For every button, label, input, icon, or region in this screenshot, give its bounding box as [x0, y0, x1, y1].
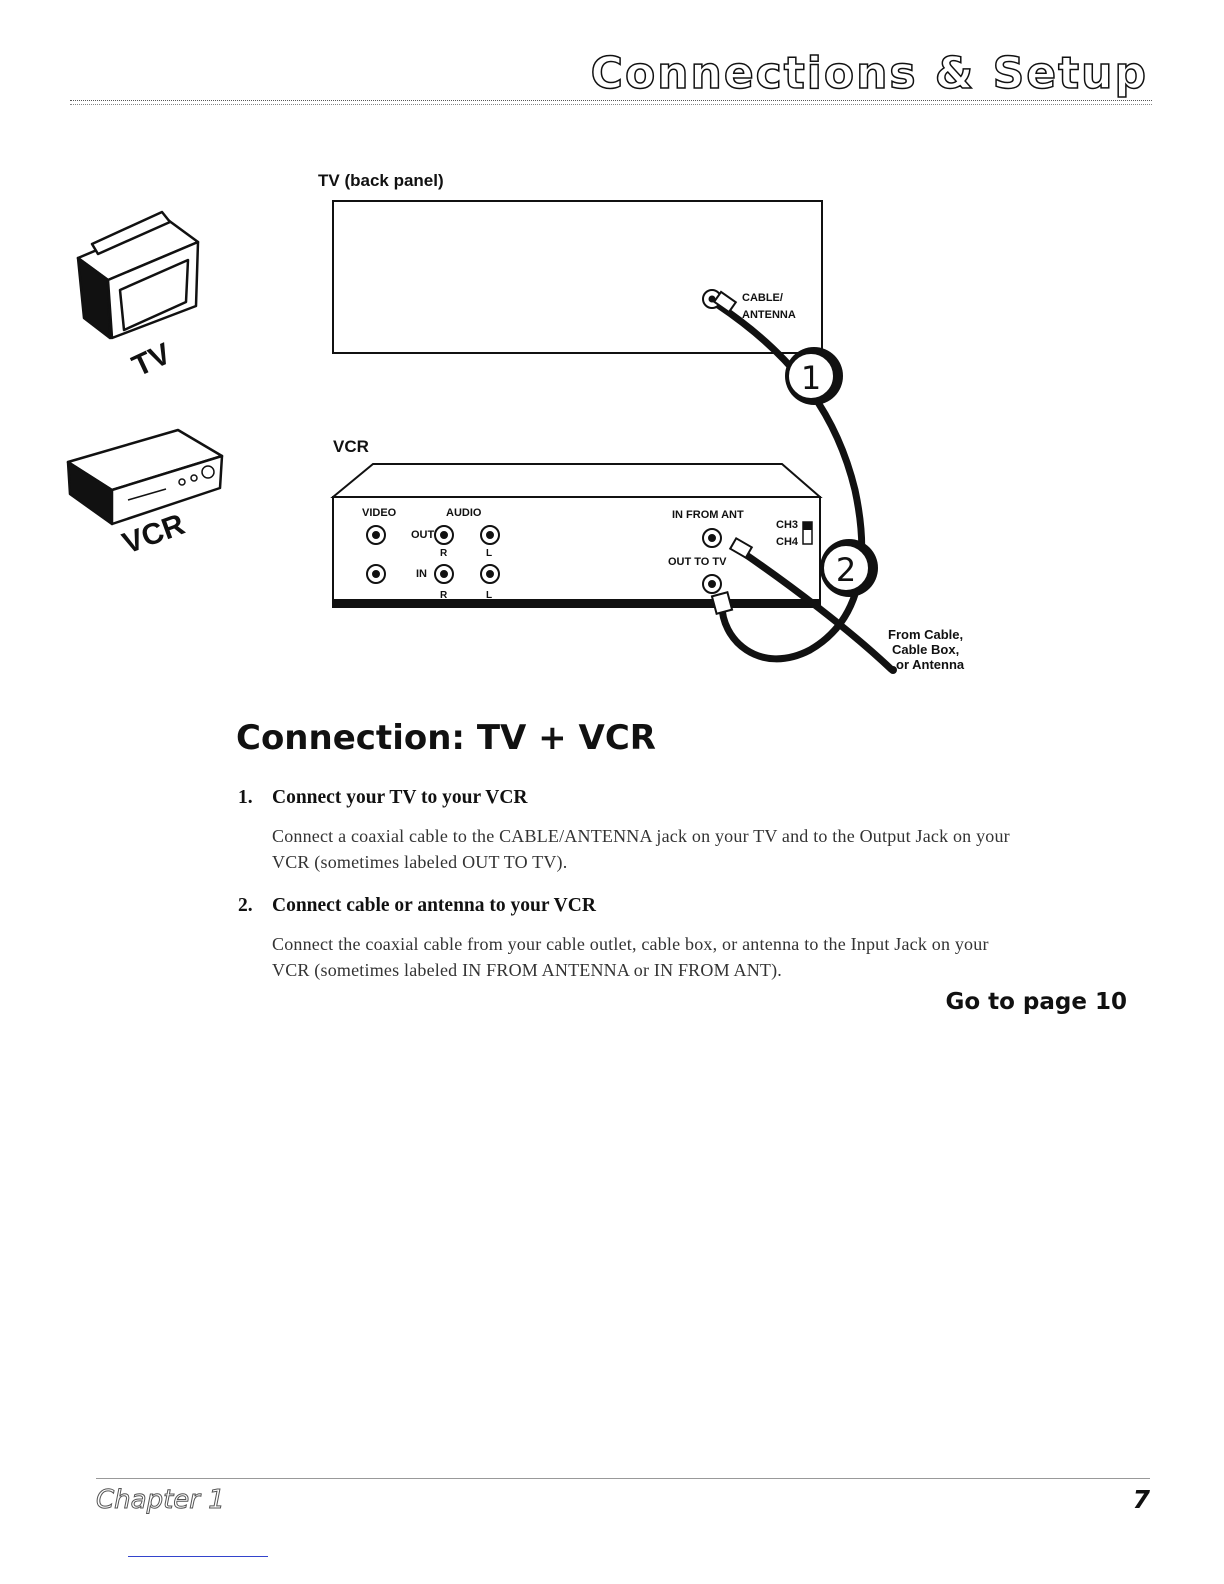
tv-jack-label-line1: CABLE/	[742, 292, 783, 304]
step-badge-2-text: 2	[836, 551, 856, 589]
cable-2	[740, 549, 895, 673]
bottom-rule-mark	[128, 1556, 268, 1557]
vcr-video-label: VIDEO	[362, 507, 397, 519]
vcr-av-jacks	[366, 525, 500, 584]
step-badge-1: 1	[785, 347, 843, 405]
tv-icon	[76, 210, 200, 340]
vcr-out-label: OUT	[411, 529, 435, 541]
source-label-line2: Cable Box,	[892, 642, 959, 657]
ch3-ch4-switch-knob	[803, 522, 812, 530]
step-1-number: 1.	[238, 787, 253, 808]
footer-rule	[96, 1478, 1150, 1479]
step-1-body: Connect a coaxial cable to the CABLE/ANT…	[272, 823, 1132, 875]
step-2-body-line1: Connect the coaxial cable from your cabl…	[272, 934, 989, 954]
tv-jack-label-line2: ANTENNA	[742, 309, 796, 321]
vcr-audio-in-r-label: R	[440, 590, 448, 601]
tv-panel-label: TV (back panel)	[318, 171, 444, 190]
step-badge-1-text: 1	[801, 359, 821, 397]
section-heading: Connection: TV + VCR	[236, 718, 656, 758]
vcr-audio-out-l-label: L	[486, 548, 492, 559]
vcr-in-label: IN	[416, 568, 427, 580]
vcr-in-from-ant-label: IN FROM ANT	[672, 509, 744, 521]
vcr-audio-in-l-label: L	[486, 590, 492, 601]
step-1-body-line1: Connect a coaxial cable to the CABLE/ANT…	[272, 826, 1010, 846]
vcr-audio-out-r-label: R	[440, 548, 448, 559]
step-badge-2: 2	[820, 539, 878, 597]
source-label-line1: From Cable,	[888, 627, 963, 642]
vcr-label: VCR	[333, 437, 369, 456]
footer-chapter: Chapter 1	[96, 1485, 226, 1516]
step-2-body-line2: VCR (sometimes labeled IN FROM ANTENNA o…	[272, 960, 782, 980]
cable-2-end	[889, 666, 897, 674]
source-label-line3: or Antenna	[896, 657, 965, 672]
cable-connectors	[710, 290, 754, 615]
vcr-rf-jacks	[702, 528, 722, 594]
icon-tv-label: TV	[127, 337, 176, 383]
vcr-audio-label: AUDIO	[446, 507, 482, 519]
step-1-title-text: Connect your TV to your VCR	[272, 787, 528, 808]
header-title: Connections & Setup	[590, 47, 1148, 100]
step-2-title: 2. Connect cable or antenna to your VCR	[238, 895, 596, 917]
vcr-icon	[66, 428, 224, 526]
step-2-body: Connect the coaxial cable from your cabl…	[272, 931, 1132, 983]
step-1-title: 1. Connect your TV to your VCR	[238, 787, 528, 809]
footer-page-number: 7	[1132, 1485, 1150, 1514]
vcr-ch3-label: CH3	[776, 519, 798, 531]
connection-diagram: TV VCR TV (back panel) CABLE/ ANTENNA VC…	[66, 171, 965, 674]
vcr-out-to-tv-label: OUT TO TV	[668, 556, 727, 568]
step-2-number: 2.	[238, 895, 253, 916]
step-1-body-line2: VCR (sometimes labeled OUT TO TV).	[272, 852, 568, 872]
vcr-ch4-label: CH4	[776, 536, 799, 548]
go-to-page-link[interactable]: Go to page 10	[945, 989, 1127, 1015]
step-2-title-text: Connect cable or antenna to your VCR	[272, 895, 596, 916]
header-rule	[70, 100, 1152, 105]
tv-back-panel	[332, 200, 823, 354]
vcr-back-panel	[330, 463, 823, 608]
